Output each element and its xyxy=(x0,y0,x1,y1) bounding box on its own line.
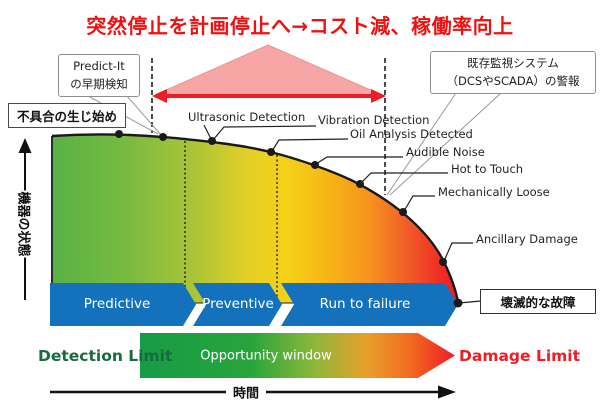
span-arrow xyxy=(152,89,386,103)
label-oil-analysis-detected: Oil Analysis Detected xyxy=(350,127,473,141)
predict-it-line1: Predict-It xyxy=(73,58,125,73)
label-ultrasonic-detection: Ultrasonic Detection xyxy=(188,110,306,124)
label-hot-to-touch: Hot to Touch xyxy=(451,162,524,176)
detection-limit-label: Detection Limit xyxy=(38,347,173,365)
label-vibration-detection: Vibration Detection xyxy=(318,113,430,127)
label-mechanically-loose: Mechanically Loose xyxy=(438,185,550,199)
leader-lines xyxy=(203,124,482,304)
existing-system-callout: 既存監視システム （DCSやSCADA）の警報 xyxy=(430,51,596,94)
condition-dots xyxy=(115,130,463,308)
run-to-failure-band-shape xyxy=(281,283,458,326)
page-title: 突然停止を計画停止へ→コスト減、稼働率向上 xyxy=(86,14,514,38)
band-preventive: Preventive xyxy=(202,296,274,312)
y-axis-label: 機器の状態 xyxy=(12,190,38,258)
pf-curve-line xyxy=(51,133,460,303)
existing-system-line2: （DCSやSCADA）の警報 xyxy=(446,73,580,88)
damage-limit-label: Damage Limit xyxy=(459,347,581,365)
maintenance-bands xyxy=(50,283,458,326)
opportunity-window-arrow xyxy=(140,333,455,378)
label-ancillary-damage: Ancillary Damage xyxy=(476,232,578,246)
failure-start-box: 不具合の生じ始め xyxy=(8,103,126,128)
existing-system-line1: 既存監視システム xyxy=(467,55,559,70)
label-audible-noise: Audible Noise xyxy=(406,145,485,159)
pf-curve-area xyxy=(52,134,458,303)
predict-it-line2: の早期検知 xyxy=(70,76,128,91)
x-axis-label: 時間 xyxy=(225,382,267,402)
planned-stop-triangle xyxy=(154,44,383,96)
preventive-band-shape xyxy=(193,283,282,326)
existing-system-pointer xyxy=(386,92,502,196)
opportunity-window-label: Opportunity window xyxy=(200,348,332,364)
catastrophic-failure-box: 壊滅的な故障 xyxy=(480,289,596,314)
predictive-band-shape xyxy=(50,283,196,326)
band-predictive: Predictive xyxy=(83,296,151,312)
predict-it-callout: Predict-It の早期検知 xyxy=(58,54,140,97)
band-run-to-failure: Run to failure xyxy=(319,296,411,312)
